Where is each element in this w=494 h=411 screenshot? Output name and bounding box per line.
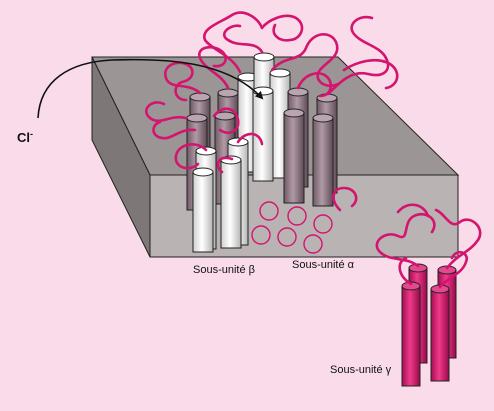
- alpha-helix: [312, 113, 334, 207]
- protein-loops: [145, 11, 399, 212]
- loop: [203, 11, 304, 74]
- loop: [152, 120, 197, 140]
- beta-subunit-label: Sous-unité β: [193, 264, 255, 276]
- loop: [438, 250, 468, 289]
- alpha-subunit-label: Sous-unité α: [292, 259, 355, 271]
- loop: [198, 45, 230, 90]
- beta-helix: [220, 155, 242, 249]
- loop: [212, 107, 240, 134]
- pore-ring: [313, 214, 333, 234]
- loop: [164, 61, 202, 102]
- pore-ring: [259, 201, 279, 221]
- loop: [375, 212, 436, 268]
- loop: [396, 203, 430, 218]
- chloride-path-arrow: [37, 58, 264, 119]
- loop: [342, 58, 399, 90]
- loop: [145, 101, 188, 123]
- pore-ring: [287, 206, 307, 226]
- pore-rings: [251, 201, 333, 254]
- pore-ring: [277, 227, 297, 247]
- beta-subunit: [237, 52, 291, 182]
- gamma-helix: [430, 284, 450, 382]
- chloride-ion-label: Cl-: [17, 129, 33, 145]
- beta-helix: [192, 167, 214, 253]
- alpha-subunit: [186, 87, 338, 211]
- gamma-loops: [375, 203, 482, 289]
- loop: [222, 24, 264, 54]
- loop: [326, 15, 390, 96]
- loop: [236, 132, 264, 146]
- loop: [174, 143, 208, 170]
- pore-ring: [303, 234, 323, 254]
- pore-ring: [251, 225, 271, 245]
- loop: [332, 186, 358, 212]
- alpha-helix: [283, 108, 305, 204]
- beta-subunit-front: [192, 137, 249, 253]
- loop: [216, 156, 234, 174]
- gamma-helix: [401, 281, 421, 387]
- loop: [270, 33, 340, 88]
- loop: [398, 256, 413, 286]
- gamma-subunit-label: Sous-unité γ: [330, 364, 392, 376]
